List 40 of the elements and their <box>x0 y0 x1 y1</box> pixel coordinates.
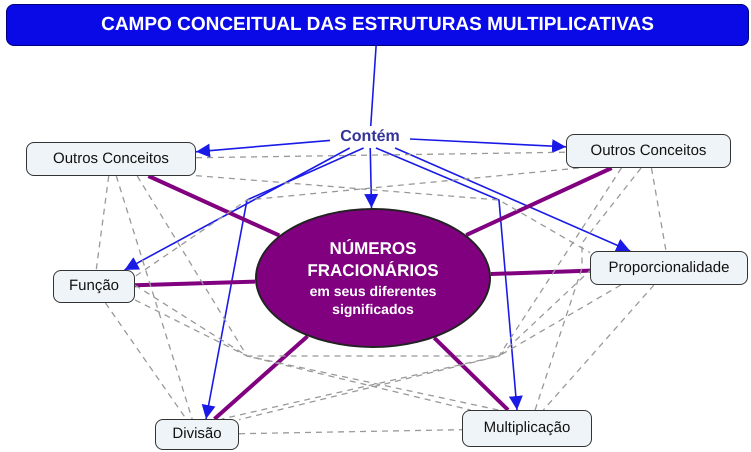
dashed-line <box>196 174 590 254</box>
dashed-line <box>222 168 622 420</box>
dashed-line <box>238 284 622 420</box>
arrow <box>376 147 523 410</box>
linking-phrase: Contém <box>330 126 410 148</box>
arrow <box>196 140 330 158</box>
concept-box: Outros Conceitos <box>26 142 196 176</box>
connector-line <box>213 334 309 420</box>
connector-line <box>370 46 377 126</box>
arrow <box>394 147 631 252</box>
concept-subtitle: em seus diferentes significados <box>308 282 438 318</box>
concept-heading: NÚMEROS FRACIONÁRIOS <box>306 238 440 282</box>
connector-line <box>490 268 590 276</box>
dashed-line <box>96 176 110 270</box>
connector-line <box>148 174 280 238</box>
connector-line <box>134 280 256 288</box>
dashed-line <box>104 302 187 420</box>
dashed-line <box>134 299 471 411</box>
dashed-line <box>116 176 193 420</box>
concept-box: Outros Conceitos <box>566 134 731 168</box>
title-text: CAMPO CONCEITUAL DAS ESTRUTURAS MULTIPLICATIVAS <box>101 12 654 37</box>
connector-line <box>465 166 612 237</box>
dashed-line <box>136 176 499 411</box>
arrow <box>410 138 566 154</box>
arrow <box>364 148 378 208</box>
arrow <box>124 147 350 271</box>
dashed-line <box>238 429 462 434</box>
dashed-line <box>134 167 579 278</box>
concept-box: Proporcionalidade <box>590 251 748 285</box>
dashed-line <box>196 152 566 158</box>
dashed-line <box>534 168 642 410</box>
dashed-line <box>542 284 654 410</box>
concept-box: Função <box>53 270 135 303</box>
dashed-line <box>650 168 667 252</box>
concept-box: Multiplicação <box>462 410 592 447</box>
title-banner <box>6 4 749 46</box>
arrow <box>202 147 364 420</box>
connector-line <box>432 336 510 412</box>
dashed-line <box>134 270 590 357</box>
concept-box: Divisão <box>155 419 239 450</box>
